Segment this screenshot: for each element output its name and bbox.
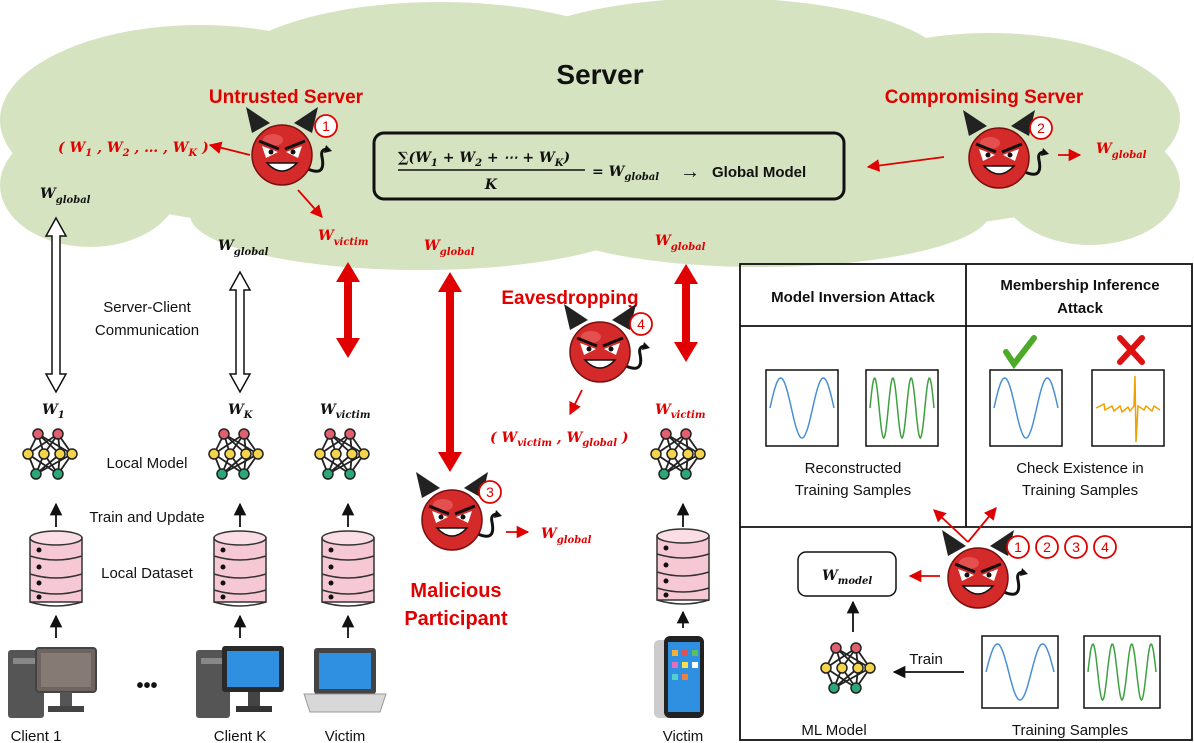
- w-victim-cloud-label: Wvictim: [318, 228, 368, 248]
- clientk-communication-arrow: [228, 270, 252, 394]
- local-dataset-label: Local Dataset: [101, 565, 194, 582]
- server-title: Server: [556, 59, 643, 90]
- attack-panel: [739, 263, 1193, 741]
- local-model-network-icon: [22, 428, 78, 480]
- formula-sum-prefix: ∑(: [398, 150, 417, 166]
- ml-model-network-icon: [820, 642, 876, 694]
- smartphone-icon: [654, 636, 704, 718]
- malicious-red-arrow: [438, 272, 462, 472]
- svg-text:∑(W1 + W2 + ⋯ + WK): ∑(W1 + W2 + ⋯ + WK): [398, 150, 570, 169]
- w-global-left-label: Wglobal: [40, 186, 91, 206]
- badge-3-icon: 3: [1072, 539, 1080, 555]
- wvictim2-label: Wvictim: [655, 402, 705, 421]
- ml-model-label: ML Model: [801, 722, 866, 739]
- local-model-label: Local Model: [107, 455, 188, 472]
- reconstructed-label-line1: Reconstructed: [805, 460, 902, 477]
- global-model-label: Global Model: [712, 164, 806, 181]
- ellipsis: •••: [136, 675, 157, 697]
- sine-wave: [993, 377, 1059, 439]
- server-client-label-line1: Server-Client: [103, 299, 191, 316]
- formula-denominator: K: [484, 177, 498, 193]
- sine-wave: [1087, 643, 1157, 702]
- svg-text:1: 1: [322, 118, 330, 134]
- victim2-label: Victim: [663, 728, 704, 743]
- check-existence-line2: Training Samples: [1022, 482, 1138, 499]
- sine-wave: [869, 377, 935, 440]
- spike-signal: [1095, 375, 1161, 443]
- client1-label: Client 1: [11, 728, 62, 743]
- eavesdrop-red-arrow: [674, 264, 698, 362]
- badge-4-icon: 4: [1101, 539, 1109, 555]
- weight-tuple-label: ( W1 , W2 , … , WK ): [58, 140, 209, 159]
- non-member-sample-plot: [1091, 369, 1165, 447]
- wk-label: WK: [228, 402, 254, 421]
- reconstructed-label-line2: Training Samples: [795, 482, 911, 499]
- training-samples-label: Training Samples: [1012, 722, 1128, 739]
- w-global-mid-label: Wglobal: [218, 238, 269, 258]
- training-sample-plot: [1083, 635, 1161, 709]
- svg-text:4: 4: [637, 316, 645, 332]
- compromising-server-label: Compromising Server: [885, 87, 1084, 108]
- w-global-right-label: Wglobal: [1096, 141, 1147, 161]
- local-model-network-icon: [208, 428, 264, 480]
- attack-type-badges: 1 2 3 4: [1006, 535, 1117, 559]
- w-model-label: Wmodel: [822, 568, 872, 587]
- model-inversion-header: Model Inversion Attack: [771, 289, 935, 306]
- local-dataset-database-icon: [29, 530, 83, 607]
- train-update-label: Train and Update: [89, 509, 204, 526]
- local-model-network-icon: [314, 428, 370, 480]
- train-arrows: [49, 502, 690, 638]
- victim1-label: Victim: [325, 728, 366, 743]
- w-global-channel-b: Wglobal: [655, 233, 706, 253]
- train-label: Train: [909, 651, 943, 668]
- client1-communication-arrow: [44, 216, 68, 394]
- malicious-label-line1: Malicious: [410, 580, 501, 602]
- laptop-icon: [303, 648, 387, 713]
- badge-1-icon: [314, 114, 338, 138]
- membership-inference-header-line2: Attack: [1057, 300, 1104, 317]
- w-global-channel-a: Wglobal: [424, 238, 475, 258]
- sine-wave: [769, 377, 835, 439]
- sine-wave: [985, 643, 1055, 701]
- membership-inference-header-line1: Membership Inference: [1000, 277, 1159, 294]
- svg-text:= Wglobal: = Wglobal: [592, 164, 659, 183]
- local-dataset-database-icon: [656, 528, 710, 605]
- untrusted-server-label: Untrusted Server: [209, 87, 364, 108]
- badge-4-icon: [629, 312, 653, 336]
- badge-2-icon: [1029, 116, 1053, 140]
- checkmark-icon: [1003, 335, 1037, 370]
- eavesdropping-label: Eavesdropping: [501, 288, 638, 309]
- badge-2-icon: 2: [1043, 539, 1051, 555]
- w1-label: W1: [42, 402, 65, 421]
- member-sample-plot: [989, 369, 1063, 447]
- aggregation-formula-box: ∑(W1 + W2 + ⋯ + WK) K = Wglobal → Global…: [372, 131, 846, 201]
- malicious-label-line2: Participant: [404, 608, 508, 630]
- local-dataset-database-icon: [321, 530, 375, 607]
- server-client-label-line2: Communication: [95, 322, 199, 339]
- reconstructed-sample-plot: [865, 369, 939, 447]
- wvictim-label: Wvictim: [320, 402, 370, 421]
- formula-arrow: →: [680, 161, 700, 183]
- victim-red-arrow: [336, 262, 360, 358]
- local-model-network-icon: [650, 428, 706, 480]
- desktop-computer-icon: [196, 646, 284, 718]
- eavesdrop-tuple-label: ( Wvictim , Wglobal ): [490, 430, 629, 449]
- cross-icon: [1117, 335, 1145, 365]
- svg-text:2: 2: [1037, 120, 1045, 136]
- model-weights-box: [797, 551, 897, 597]
- desktop-computer-icon: [8, 647, 97, 718]
- training-sample-plot: [981, 635, 1059, 709]
- check-existence-line1: Check Existence in: [1016, 460, 1144, 477]
- svg-text:3: 3: [486, 484, 494, 500]
- local-dataset-database-icon: [213, 530, 267, 607]
- reconstructed-sample-plot: [765, 369, 839, 447]
- badge-1-icon: 1: [1014, 539, 1022, 555]
- clientk-label: Client K: [214, 728, 267, 743]
- badge-3-icon: [478, 480, 502, 504]
- malicious-wglobal-label: Wglobal: [541, 526, 592, 546]
